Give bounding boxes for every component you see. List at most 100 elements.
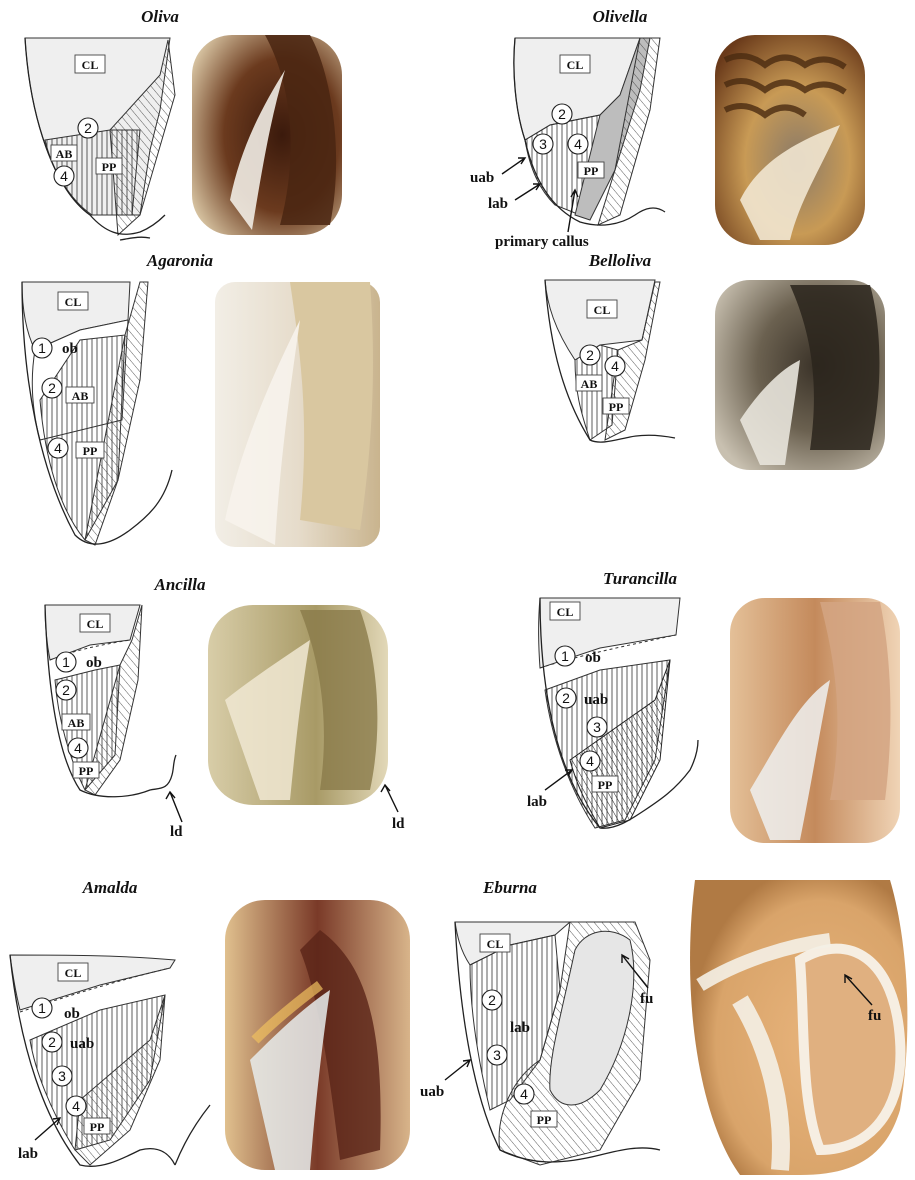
shell-photo bbox=[225, 900, 410, 1170]
label-lab: lab bbox=[488, 196, 508, 212]
svg-text:2: 2 bbox=[48, 380, 56, 396]
zone-marker-2: 2 bbox=[56, 680, 76, 700]
svg-text:CL: CL bbox=[487, 937, 504, 951]
svg-text:4: 4 bbox=[60, 168, 68, 184]
svg-text:4: 4 bbox=[74, 740, 82, 756]
zone-marker-2: 2 bbox=[482, 990, 502, 1010]
zone-marker-4: 4 bbox=[54, 166, 74, 186]
box-cl: CL bbox=[80, 614, 110, 632]
svg-text:PP: PP bbox=[584, 164, 599, 178]
genus-title: Olivella bbox=[593, 7, 648, 26]
svg-text:2: 2 bbox=[84, 120, 92, 136]
zone-marker-2: 2 bbox=[78, 118, 98, 138]
genus-title: Ancilla bbox=[153, 575, 206, 594]
label-lab: lab bbox=[18, 1146, 38, 1162]
shell-drawing: CL 1 ob 2 uab 3 4 PP lab bbox=[527, 598, 698, 828]
box-cl: CL bbox=[550, 602, 580, 620]
svg-text:4: 4 bbox=[520, 1086, 528, 1102]
panel-agaronia: Agaronia CL 1 ob 2 AB 4 PP bbox=[22, 251, 380, 547]
zone-marker-3: 3 bbox=[587, 717, 607, 737]
label-uab: uab bbox=[70, 1036, 94, 1052]
svg-text:AB: AB bbox=[68, 716, 85, 730]
svg-text:AB: AB bbox=[581, 377, 598, 391]
panel-belloliva: Belloliva CL 2 4 AB PP bbox=[545, 251, 885, 470]
svg-text:2: 2 bbox=[488, 992, 496, 1008]
zone-marker-2: 2 bbox=[42, 378, 62, 398]
panel-amalda: Amalda CL 1 ob 2 uab 3 4 PP lab bbox=[10, 878, 410, 1170]
zone-marker-4: 4 bbox=[580, 751, 600, 771]
label-lab: lab bbox=[527, 794, 547, 810]
zone-marker-3: 3 bbox=[52, 1066, 72, 1086]
zone-marker-4: 4 bbox=[514, 1084, 534, 1104]
box-pp: PP bbox=[84, 1118, 110, 1134]
box-pp: PP bbox=[96, 158, 122, 174]
label-ob: ob bbox=[585, 650, 601, 666]
box-ab: AB bbox=[51, 145, 77, 161]
zone-marker-1: 1 bbox=[56, 652, 76, 672]
svg-text:CL: CL bbox=[65, 295, 82, 309]
shell-drawing: CL 2 4 AB PP bbox=[545, 280, 675, 442]
svg-text:CL: CL bbox=[87, 617, 104, 631]
svg-text:2: 2 bbox=[562, 690, 570, 706]
svg-text:4: 4 bbox=[54, 440, 62, 456]
panel-oliva: Oliva CL AB PP 2 4 bbox=[25, 7, 342, 240]
zone-marker-4: 4 bbox=[68, 738, 88, 758]
label-ld: ld bbox=[170, 824, 183, 840]
box-ab: AB bbox=[576, 375, 602, 391]
svg-text:1: 1 bbox=[38, 340, 46, 356]
shell-photo: fu bbox=[690, 880, 907, 1175]
svg-text:4: 4 bbox=[611, 358, 619, 374]
shell-drawing: CL 1 ob 2 AB 4 PP bbox=[22, 282, 172, 545]
zone-marker-1: 1 bbox=[32, 338, 52, 358]
svg-text:CL: CL bbox=[567, 58, 584, 72]
label-ld: ld bbox=[392, 816, 405, 832]
shell-photo bbox=[715, 35, 865, 245]
arrow-ld bbox=[166, 792, 182, 822]
svg-text:3: 3 bbox=[58, 1068, 66, 1084]
shell-drawing: CL 1 ob 2 AB 4 PP ld bbox=[45, 605, 183, 840]
box-ab: AB bbox=[62, 714, 90, 730]
label-fu: fu bbox=[640, 991, 653, 1007]
genus-title: Belloliva bbox=[588, 251, 652, 270]
shell-drawing: CL AB PP 2 4 bbox=[25, 38, 175, 240]
svg-text:PP: PP bbox=[79, 764, 94, 778]
svg-text:3: 3 bbox=[539, 136, 547, 152]
shell-drawing: CL PP 2 3 4 uab lab primary callus bbox=[470, 38, 665, 250]
label-uab: uab bbox=[420, 1084, 444, 1100]
box-pp: PP bbox=[603, 398, 629, 414]
svg-text:PP: PP bbox=[537, 1113, 552, 1127]
svg-text:2: 2 bbox=[586, 347, 594, 363]
label-ob: ob bbox=[86, 655, 102, 671]
genus-title: Eburna bbox=[482, 878, 537, 897]
label-fu: fu bbox=[868, 1008, 881, 1024]
svg-text:1: 1 bbox=[62, 654, 70, 670]
zone-marker-4: 4 bbox=[48, 438, 68, 458]
zone-marker-1: 1 bbox=[555, 646, 575, 666]
zone-marker-3: 3 bbox=[487, 1045, 507, 1065]
shell-drawing: CL 1 ob 2 uab 3 4 PP lab bbox=[10, 955, 210, 1166]
panel-olivella: Olivella CL PP 2 3 4 uab lab primary cal… bbox=[470, 7, 865, 250]
shell-photo bbox=[192, 35, 342, 235]
panel-ancilla: Ancilla CL 1 ob 2 AB 4 PP ld ld bbox=[45, 575, 405, 840]
svg-text:4: 4 bbox=[574, 136, 582, 152]
shell-photo bbox=[215, 282, 380, 547]
svg-text:PP: PP bbox=[598, 778, 613, 792]
svg-text:1: 1 bbox=[38, 1000, 46, 1016]
svg-text:PP: PP bbox=[102, 160, 117, 174]
box-cl: CL bbox=[480, 934, 510, 952]
label-ob: ob bbox=[62, 341, 78, 357]
shell-drawing: CL 2 lab 3 4 PP uab fu bbox=[420, 922, 660, 1165]
svg-text:3: 3 bbox=[593, 719, 601, 735]
zone-marker-2: 2 bbox=[580, 345, 600, 365]
zone-marker-1: 1 bbox=[32, 998, 52, 1018]
svg-text:2: 2 bbox=[62, 682, 70, 698]
svg-text:4: 4 bbox=[586, 753, 594, 769]
panel-eburna: Eburna CL 2 lab 3 4 PP uab fu fu bbox=[420, 878, 907, 1175]
box-cl: CL bbox=[75, 55, 105, 73]
svg-text:AB: AB bbox=[72, 389, 89, 403]
svg-text:PP: PP bbox=[609, 400, 624, 414]
zone-marker-3: 3 bbox=[533, 134, 553, 154]
shell-photo: ld bbox=[208, 605, 405, 832]
arrow-uab bbox=[445, 1060, 470, 1080]
